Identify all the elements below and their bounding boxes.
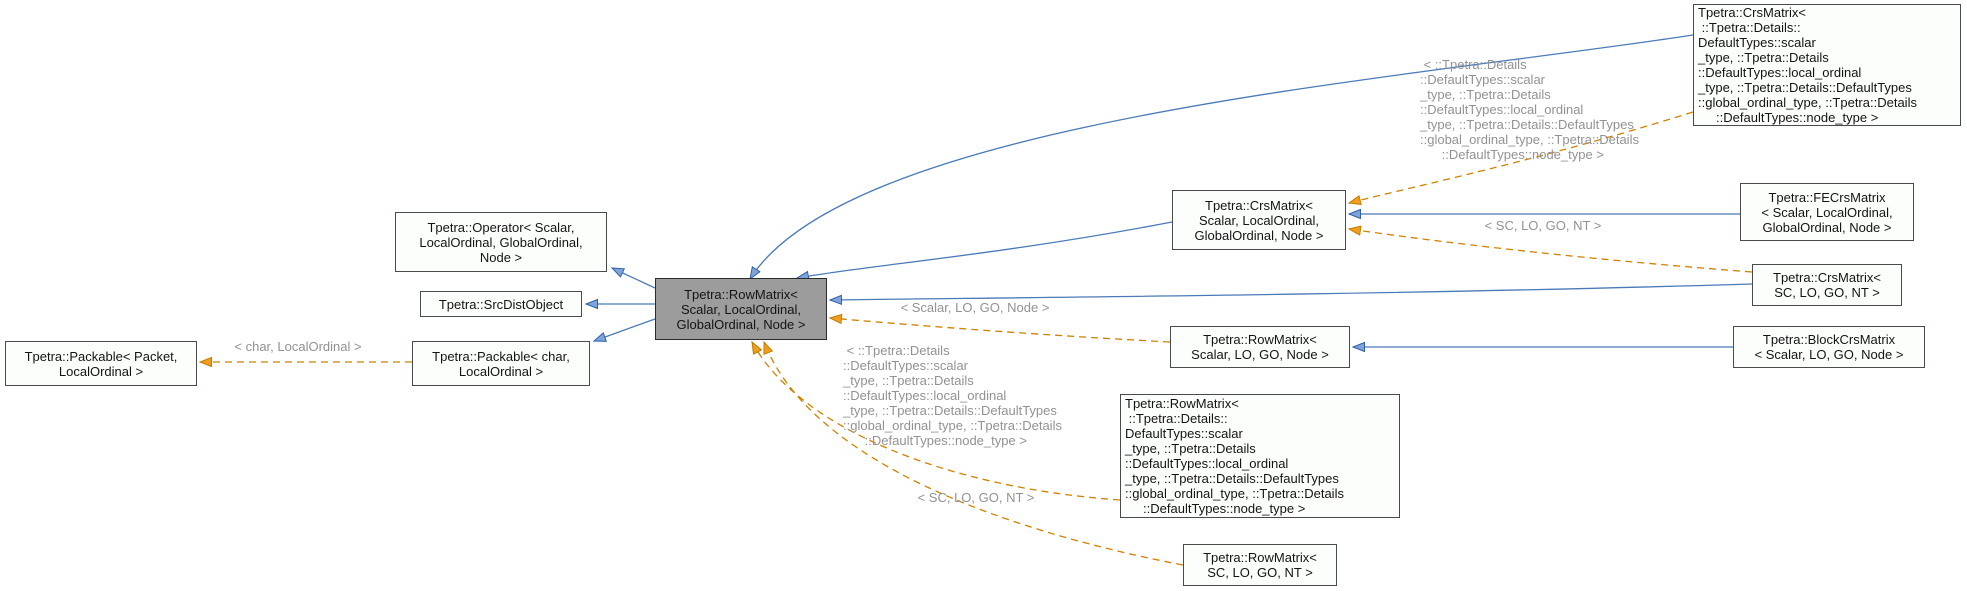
edge-crsmatrix-sc-to-crsmatrix [1349, 229, 1753, 273]
node-tpetra-rowmatrix-defaulttypes[interactable]: Tpetra::RowMatrix< ::Tpetra::Details:: D… [1120, 394, 1400, 518]
edge-label-defaulttypes-top: < ::Tpetra::Details ::DefaultTypes::scal… [1420, 57, 1639, 162]
edge-crsmatrix-sc-to-rowmatrix [830, 283, 1753, 300]
node-tpetra-crsmatrix[interactable]: Tpetra::CrsMatrix< Scalar, LocalOrdinal,… [1172, 190, 1346, 250]
edge-rowmatrix-to-operator [612, 267, 656, 289]
node-tpetra-rowmatrix-scalar-lo-go-node[interactable]: Tpetra::RowMatrix< Scalar, LO, GO, Node … [1170, 326, 1350, 368]
edge-label-sc-lo-go-nt-top: < SC, LO, GO, NT > [1484, 218, 1602, 233]
node-tpetra-packable-char[interactable]: Tpetra::Packable< char, LocalOrdinal > [412, 341, 590, 386]
node-tpetra-operator[interactable]: Tpetra::Operator< Scalar, LocalOrdinal, … [395, 212, 607, 272]
edge-rowmatrix-scalar-to-rowmatrix [830, 318, 1171, 343]
node-tpetra-fecrsmatrix[interactable]: Tpetra::FECrsMatrix < Scalar, LocalOrdin… [1740, 183, 1914, 241]
node-tpetra-blockcrsmatrix[interactable]: Tpetra::BlockCrsMatrix < Scalar, LO, GO,… [1733, 326, 1925, 368]
edge-label-char-localordinal: < char, LocalOrdinal > [234, 339, 362, 354]
node-tpetra-rowmatrix-main: Tpetra::RowMatrix< Scalar, LocalOrdinal,… [655, 278, 827, 340]
edge-crsmatrix-to-rowmatrix [797, 221, 1173, 278]
edge-label-sc-lo-go-nt-bottom: < SC, LO, GO, NT > [917, 490, 1035, 505]
node-tpetra-packable-packet[interactable]: Tpetra::Packable< Packet, LocalOrdinal > [5, 341, 197, 386]
edge-rowmatrix-to-packable-char [594, 318, 656, 341]
edge-label-defaulttypes-mid: < ::Tpetra::Details ::DefaultTypes::scal… [843, 343, 1062, 448]
node-tpetra-crsmatrix-defaulttypes[interactable]: Tpetra::CrsMatrix< ::Tpetra::Details:: D… [1693, 4, 1961, 126]
node-tpetra-srcdistobject[interactable]: Tpetra::SrcDistObject [420, 291, 582, 317]
edge-label-scalar-lo-go-node: < Scalar, LO, GO, Node > [900, 300, 1050, 315]
node-tpetra-crsmatrix-sc-lo-go-nt[interactable]: Tpetra::CrsMatrix< SC, LO, GO, NT > [1752, 264, 1902, 306]
node-tpetra-rowmatrix-sc-lo-go-nt[interactable]: Tpetra::RowMatrix< SC, LO, GO, NT > [1183, 544, 1337, 586]
